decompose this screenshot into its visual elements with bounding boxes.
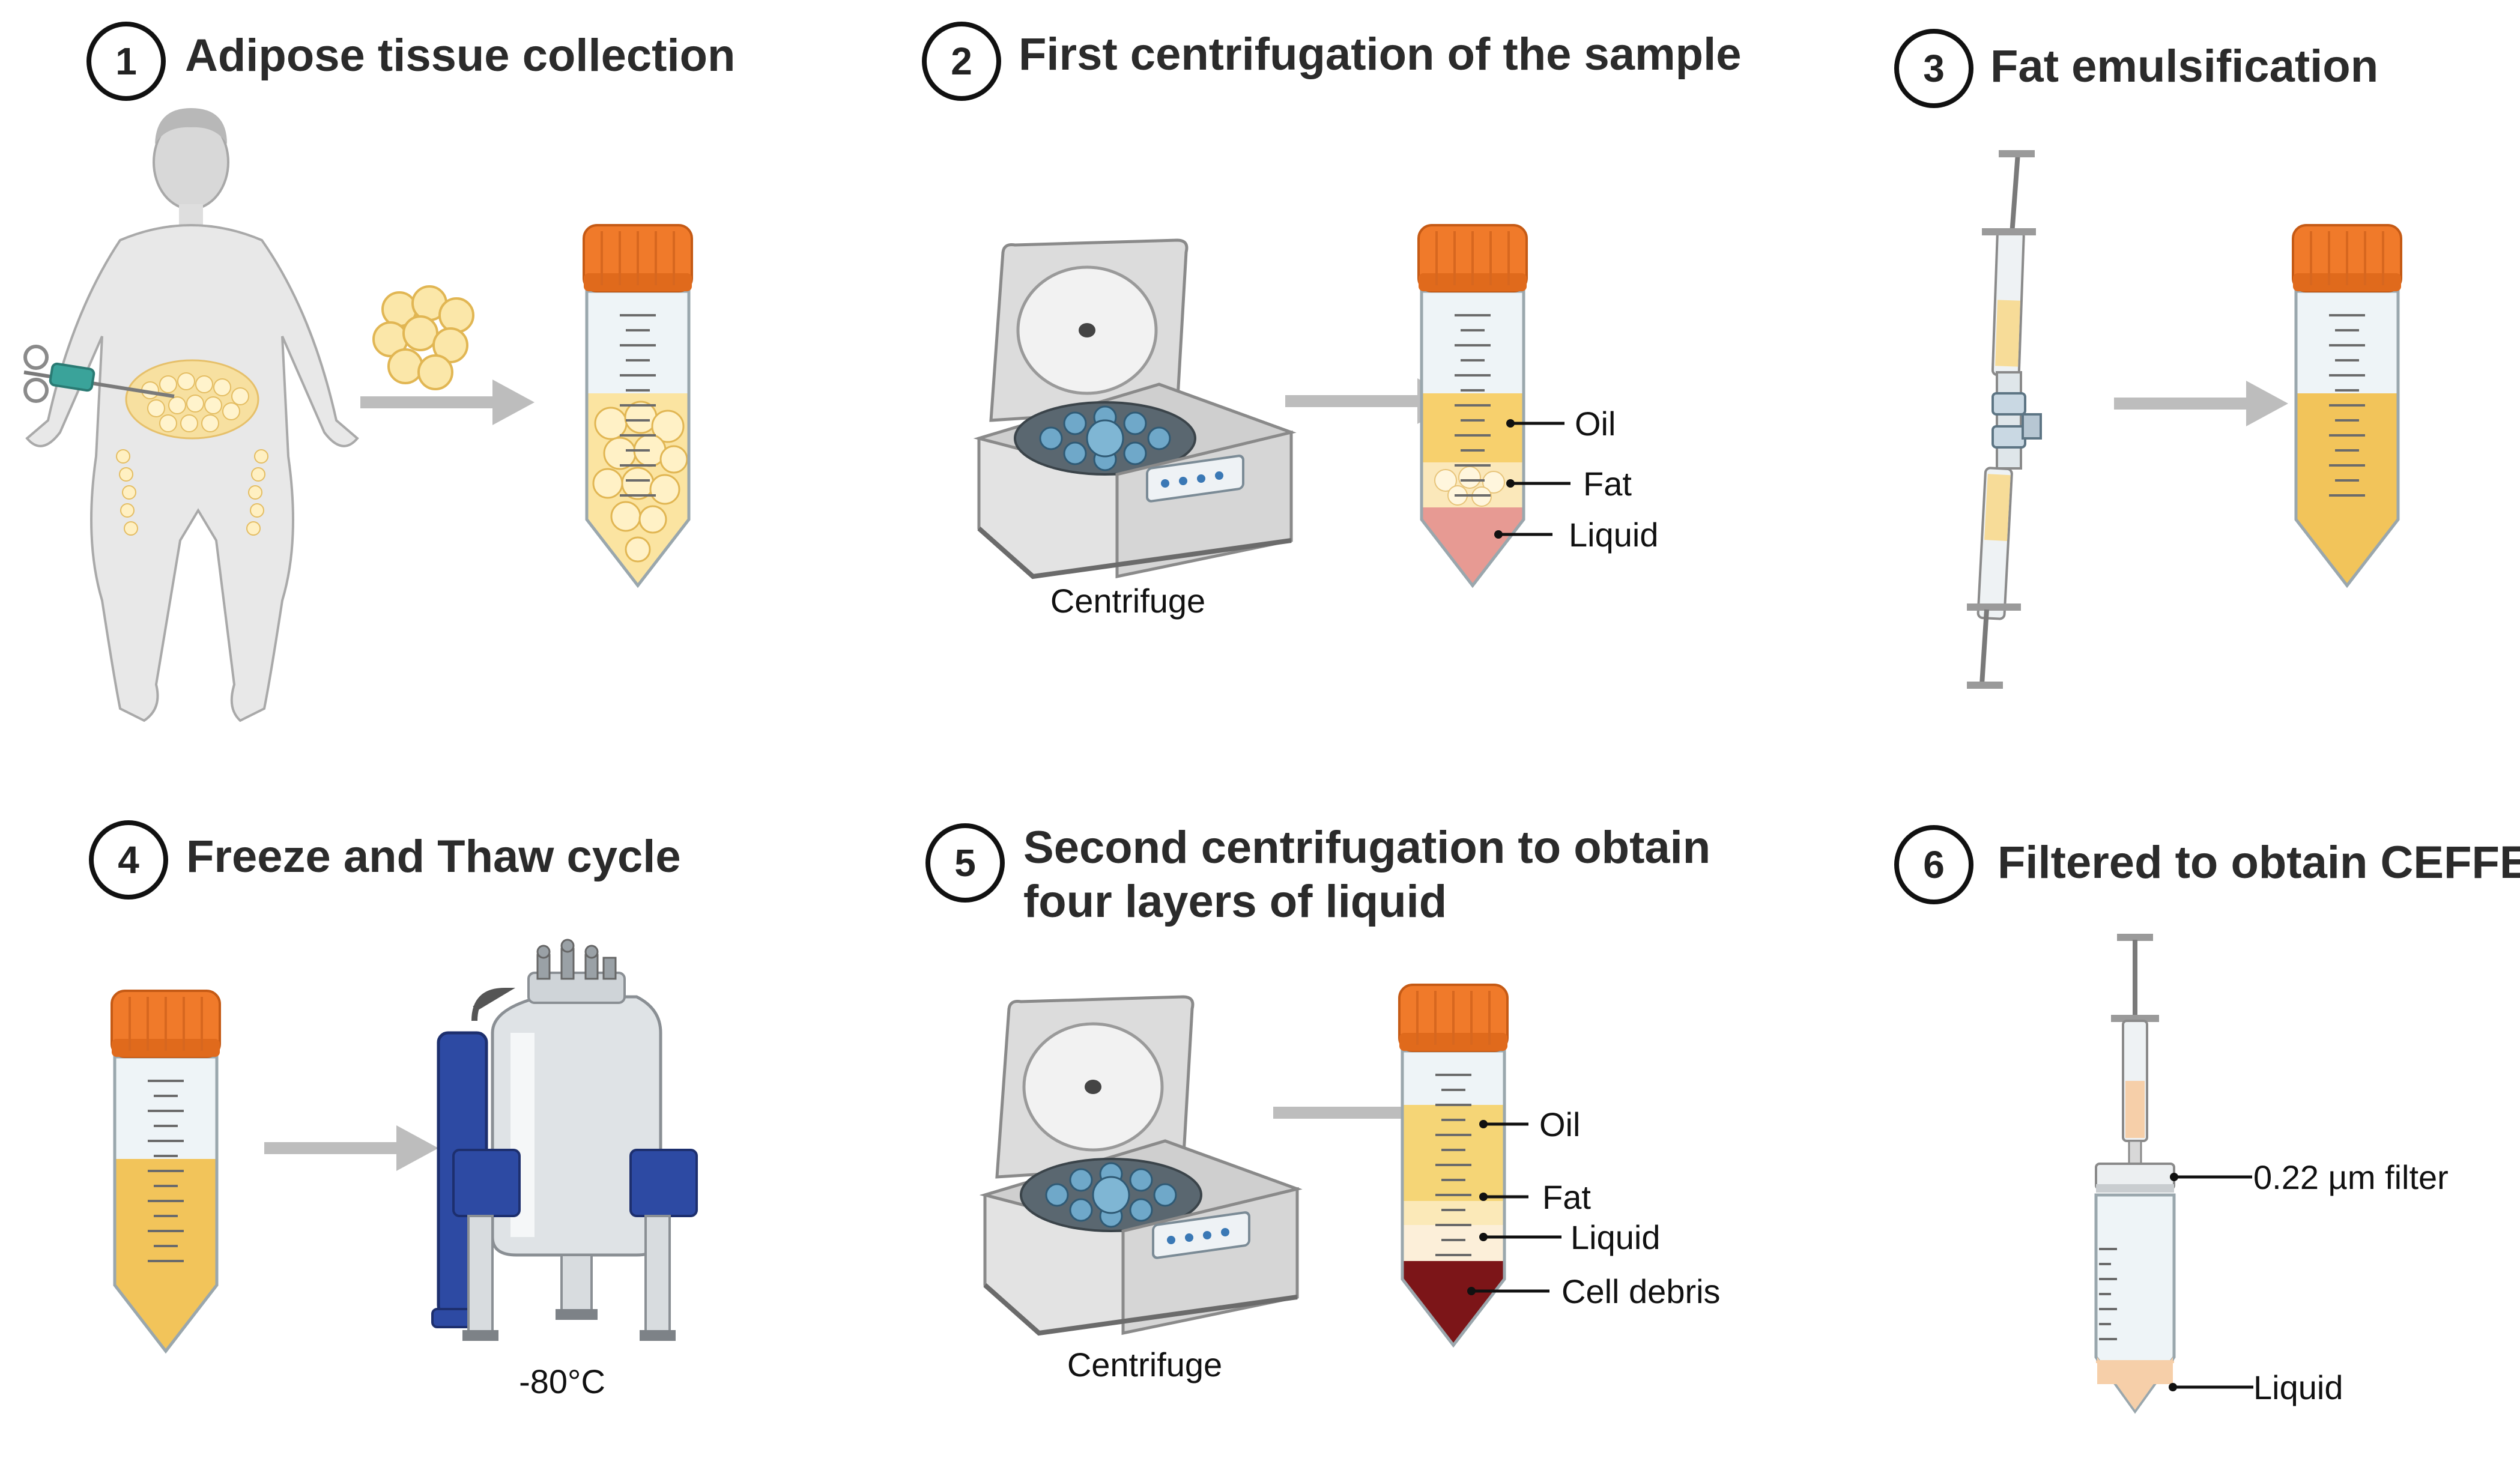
step-4-arrow-icon bbox=[264, 1125, 438, 1171]
step-3-title: Fat emulsification bbox=[1990, 41, 2378, 92]
step-5-centrifuge-label: Centrifuge bbox=[1067, 1346, 1222, 1384]
step-6-number-circle bbox=[1894, 825, 1973, 904]
step-1-arrow-icon bbox=[360, 380, 535, 425]
step-2-title: First centrifugation of the sample bbox=[1019, 29, 1741, 80]
freezer-icon bbox=[431, 939, 698, 1341]
step-4: 4 Freeze and Thaw cycle bbox=[89, 820, 698, 1400]
step-4-title: Freeze and Thaw cycle bbox=[186, 831, 681, 882]
tube-cap-icon bbox=[583, 224, 693, 292]
step-1-number: 1 bbox=[115, 40, 137, 83]
step-5-title-line1: Second centrifugation to obtain bbox=[1023, 822, 1710, 873]
step-3-tube bbox=[2292, 224, 2402, 585]
step-2-liquid-label: Liquid bbox=[1569, 516, 1658, 554]
step-2-number-circle bbox=[922, 22, 1001, 101]
step-4-tube bbox=[111, 990, 221, 1351]
step-1-title: Adipose tissue collection bbox=[185, 30, 735, 81]
step-2-centrifuge-label: Centrifuge bbox=[1050, 582, 1205, 620]
step-6-title: Filtered to obtain CEFFE bbox=[1998, 837, 2520, 888]
step-5-cell-debris-label: Cell debris bbox=[1561, 1272, 1721, 1310]
step-2-tube bbox=[1417, 224, 1528, 585]
step-5-centrifuge-icon bbox=[985, 997, 1297, 1333]
fat-cells-icon bbox=[372, 285, 474, 390]
tube-cap-icon bbox=[1398, 984, 1509, 1052]
liposuction-syringe-icon bbox=[23, 345, 175, 403]
step-4-number-circle bbox=[89, 820, 168, 900]
tube-cap-icon bbox=[111, 990, 221, 1058]
ceffe-liquid-upper bbox=[2097, 1360, 2173, 1384]
step-1-number-circle bbox=[86, 22, 166, 101]
step-2: 2 First centrifugation of the sample Cen… bbox=[922, 22, 1741, 620]
ceffe-liquid-label: Liquid bbox=[2253, 1369, 2343, 1406]
filter-syringe-icon bbox=[2111, 934, 2159, 1166]
step-6: 6 Filtered to obtain CEFFE bbox=[1894, 825, 2520, 1414]
step-5-number: 5 bbox=[954, 841, 976, 885]
step-3-arrow-icon bbox=[2114, 381, 2288, 426]
tube-cap-icon bbox=[2292, 224, 2402, 292]
step-5-number-circle bbox=[925, 823, 1005, 903]
filter-label: 0.22 µm filter bbox=[2253, 1158, 2449, 1196]
step-2-layer-lines bbox=[1498, 422, 1570, 536]
step-5-liquid-label: Liquid bbox=[1570, 1218, 1660, 1256]
step-5-fat-label: Fat bbox=[1542, 1178, 1591, 1216]
step-6-number: 6 bbox=[1923, 843, 1945, 886]
step-5-oil-label: Oil bbox=[1539, 1105, 1580, 1143]
step-2-oil-label: Oil bbox=[1575, 405, 1616, 443]
step-1: 1 Adipose tissue collection bbox=[23, 22, 735, 722]
step-3: 3 Fat emulsification bbox=[1894, 29, 2402, 689]
tube-cap-icon bbox=[1417, 224, 1528, 292]
step-3-number: 3 bbox=[1923, 47, 1945, 90]
step-4-number: 4 bbox=[118, 838, 139, 882]
step-3-number-circle bbox=[1894, 29, 1973, 108]
step-2-number: 2 bbox=[951, 40, 972, 83]
step-1-tube bbox=[583, 224, 693, 585]
step-2-fat-label: Fat bbox=[1583, 465, 1632, 503]
step-5-title-line2: four layers of liquid bbox=[1023, 876, 1447, 927]
step-2-centrifuge-icon bbox=[979, 240, 1291, 576]
step-6-label-lines bbox=[2173, 1175, 2253, 1389]
syringe-filter-icon bbox=[2095, 1163, 2175, 1193]
freezer-temperature-label: -80°C bbox=[519, 1363, 605, 1400]
patient-figure-icon bbox=[25, 108, 359, 722]
step-5-layer-lines bbox=[1471, 1122, 1561, 1293]
step-5: 5 Second centrifugation to obtain four l… bbox=[925, 822, 1721, 1384]
emulsification-syringes-icon bbox=[1967, 150, 2042, 689]
step-5-tube bbox=[1398, 984, 1509, 1345]
